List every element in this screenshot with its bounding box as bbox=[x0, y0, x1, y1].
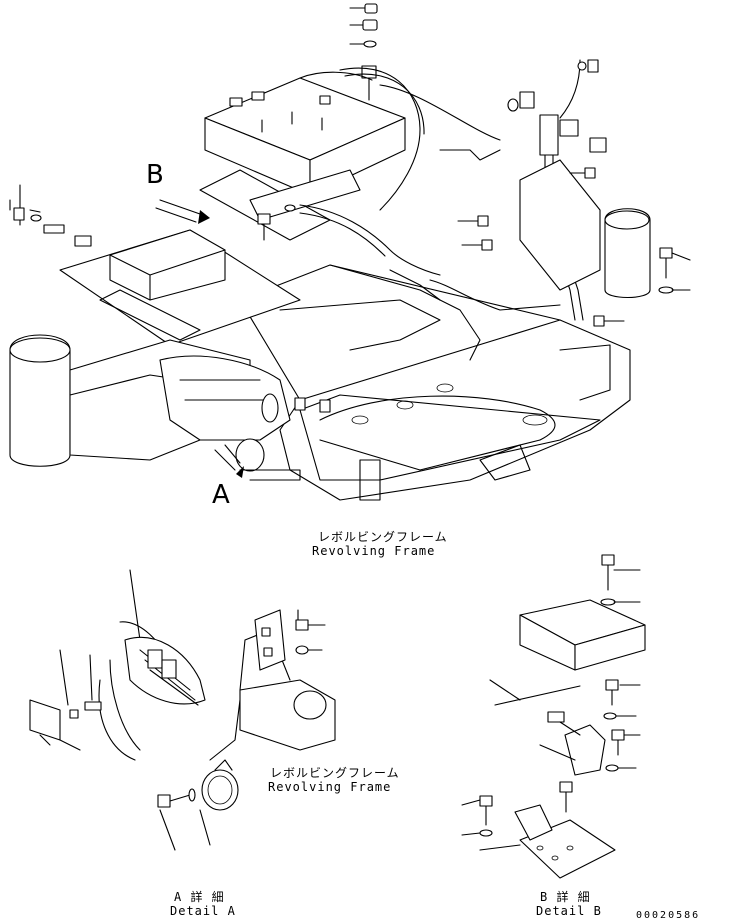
detail-b-view bbox=[461, 554, 646, 879]
view-marker-a: A bbox=[212, 480, 230, 510]
detail-a-view bbox=[29, 569, 336, 851]
detail-a-frame-label-en: Revolving Frame bbox=[268, 780, 392, 794]
main-frame-label-jp: レボルビングフレーム bbox=[318, 530, 448, 544]
right-bolts bbox=[457, 167, 691, 363]
revolving-frame-body bbox=[239, 264, 631, 501]
view-marker-b: B bbox=[146, 160, 164, 190]
battery-box bbox=[204, 77, 406, 196]
document-number: 00020586 bbox=[636, 910, 701, 921]
detail-b-caption-en: Detail B bbox=[536, 904, 602, 918]
view-arrow-b bbox=[155, 199, 210, 224]
detail-a-caption-en: Detail A bbox=[170, 904, 236, 918]
detail-b-caption-jp: B 詳 細 bbox=[540, 890, 591, 904]
detail-a-frame-label-jp: レボルビングフレーム bbox=[270, 766, 400, 780]
view-arrow-a bbox=[214, 444, 244, 478]
top-fastener-stack bbox=[349, 3, 378, 101]
main-horn-area bbox=[159, 355, 331, 481]
main-frame-label-en: Revolving Frame bbox=[312, 544, 436, 558]
left-fasteners bbox=[9, 184, 92, 247]
main-revolving-frame-view bbox=[9, 3, 691, 501]
detail-a-caption-jp: A 詳 細 bbox=[174, 890, 225, 904]
